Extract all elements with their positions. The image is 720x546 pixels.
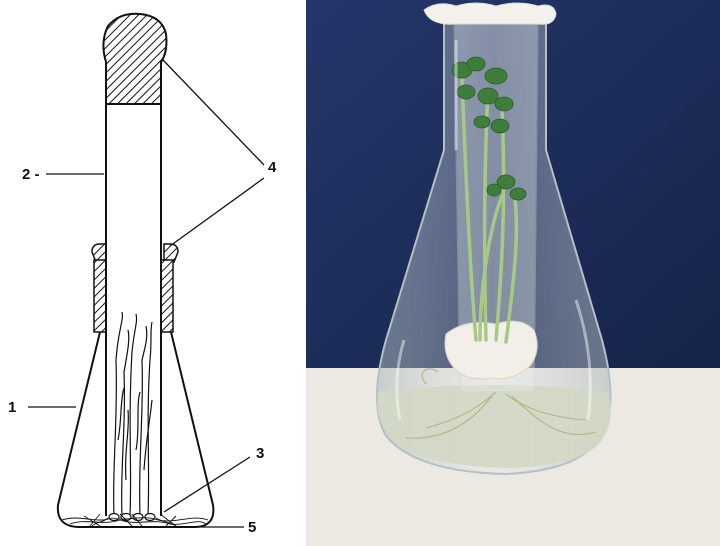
cotton-plug	[424, 3, 556, 24]
flask-photo	[306, 0, 720, 546]
callout-3: 3	[256, 445, 264, 462]
callout-4: 4	[268, 159, 277, 176]
flask-outline	[58, 252, 214, 527]
seedlings	[114, 312, 152, 515]
tube-top-plug	[103, 14, 166, 104]
callout-1: 1	[8, 399, 16, 416]
leader-lines	[28, 60, 264, 527]
callout-5: 5	[248, 519, 256, 536]
neck-stopper-right	[161, 260, 173, 332]
cotton-wrap	[445, 321, 537, 379]
schematic-diagram: 1 2 - 3 4 5	[0, 0, 300, 546]
neck-stopper-left	[94, 260, 106, 332]
callout-2: 2 -	[22, 166, 40, 183]
